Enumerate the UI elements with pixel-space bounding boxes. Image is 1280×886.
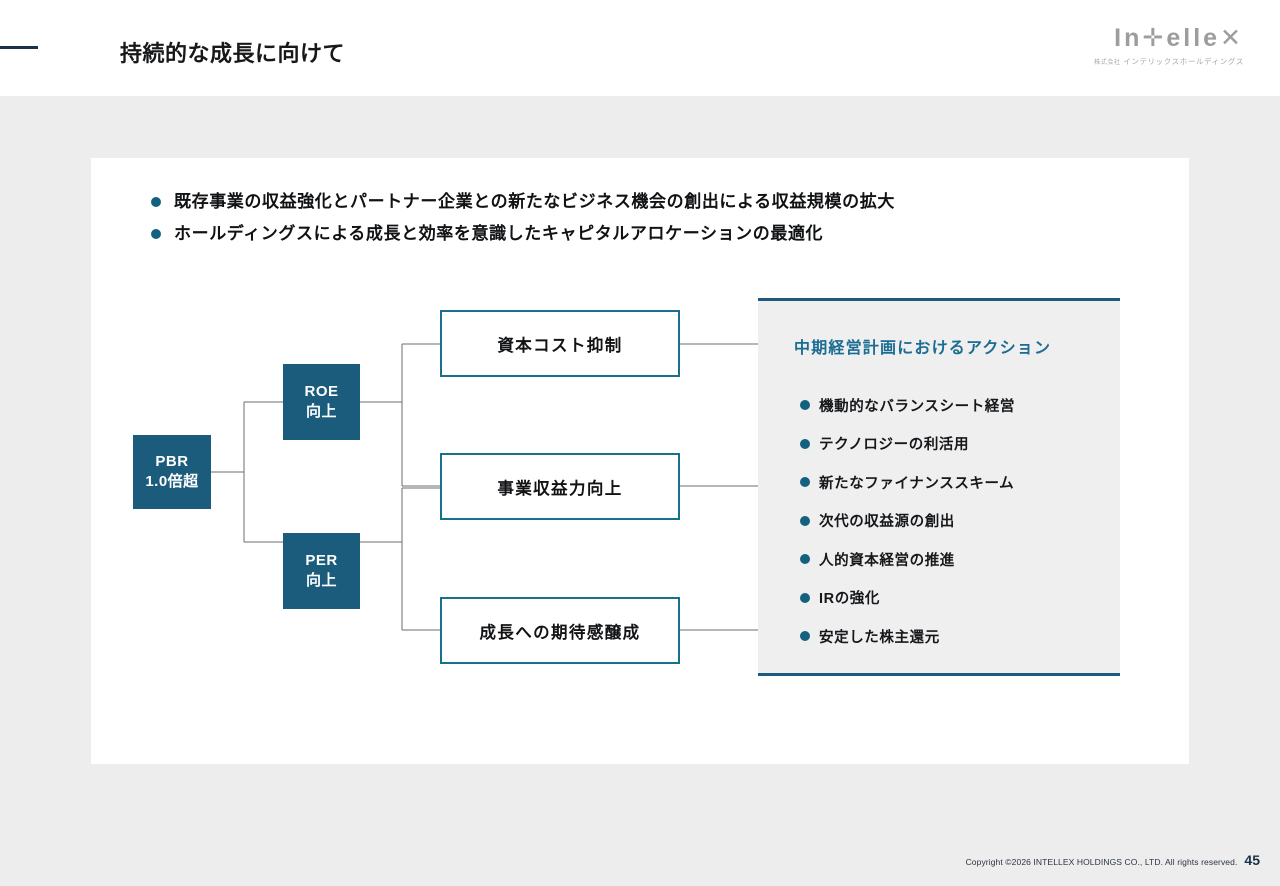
page-header: 持続的な成長に向けて In✛elle✕ 株式会社 インテリックスホールディングス	[0, 0, 1280, 97]
bullet-dot-icon	[800, 477, 810, 488]
node-per-line1: PER	[305, 551, 338, 569]
list-item: テクノロジーの利活用	[800, 425, 1108, 464]
bullet-dot-icon	[800, 400, 810, 411]
action-item-label: IRの強化	[819, 591, 880, 608]
node-growth-expectation: 成長への期待感醸成	[440, 597, 680, 664]
bullet-dot-icon	[800, 631, 810, 642]
logo-text-part2: elle	[1166, 24, 1221, 52]
node-capital-cost: 資本コスト抑制	[440, 310, 680, 377]
action-item-label: 新たなファイナンススキーム	[819, 475, 1015, 492]
list-item: IRの強化	[800, 579, 1108, 618]
page-footer: Copyright ©2026 INTELLEX HOLDINGS CO., L…	[966, 852, 1260, 868]
diagram-connectors	[211, 343, 758, 631]
bullet-dot-icon	[800, 438, 810, 449]
lead-bullet-text: 既存事業の収益強化とパートナー企業との新たなビジネス機会の創出による収益規模の拡…	[174, 192, 895, 211]
list-item: ホールディングスによる成長と効率を意識したキャピタルアロケーションの最適化	[151, 221, 1131, 247]
node-pbr: PBR 1.0倍超	[133, 435, 211, 509]
node-roe-line1: ROE	[304, 382, 339, 400]
action-item-label: テクノロジーの利活用	[819, 437, 970, 454]
node-roe-line2: 向上	[305, 403, 337, 420]
action-item-label: 機動的なバランスシート経営	[819, 398, 1016, 415]
node-per: PER 向上	[283, 533, 360, 609]
value-tree-diagram: PBR 1.0倍超 ROE 向上 PER 向上 資本コスト抑制 事業収益力向上 …	[91, 158, 1189, 764]
list-item: 安定した株主還元	[800, 617, 1108, 656]
action-panel-title: 中期経営計画におけるアクション	[794, 340, 1052, 357]
action-item-list: 機動的なバランスシート経営 テクノロジーの利活用 新たなファイナンススキーム 次…	[800, 386, 1108, 656]
company-logo: In✛elle✕ 株式会社 インテリックスホールディングス	[1094, 26, 1244, 67]
action-panel: 中期経営計画におけるアクション 機動的なバランスシート経営 テクノロジーの利活用…	[758, 298, 1120, 676]
list-item: 人的資本経営の推進	[800, 540, 1108, 579]
bullet-dot-icon	[800, 554, 810, 565]
bullet-dot-icon	[800, 515, 810, 526]
page-title: 持続的な成長に向けて	[120, 41, 346, 66]
node-business-profitability: 事業収益力向上	[440, 453, 680, 520]
node-pbr-line1: PBR	[155, 452, 189, 470]
logo-wordmark: In✛elle✕	[1094, 26, 1244, 51]
bullet-dot-icon	[151, 197, 161, 207]
bullet-dot-icon	[800, 592, 810, 603]
content-card: 既存事業の収益強化とパートナー企業との新たなビジネス機会の創出による収益規模の拡…	[91, 158, 1189, 764]
page-number: 45	[1244, 852, 1260, 868]
action-item-label: 人的資本経営の推進	[819, 552, 955, 569]
copyright-text: Copyright ©2026 INTELLEX HOLDINGS CO., L…	[965, 857, 1238, 867]
logo-corp-name: インテリックスホールディングス	[1123, 57, 1244, 66]
logo-x-icon: ✕	[1220, 24, 1244, 52]
list-item: 新たなファイナンススキーム	[800, 463, 1108, 502]
action-item-label: 次代の収益源の創出	[819, 514, 955, 531]
node-pbr-line2: 1.0倍超	[145, 473, 199, 490]
action-item-label: 安定した株主還元	[819, 629, 940, 646]
bullet-dot-icon	[151, 229, 161, 240]
node-roe: ROE 向上	[283, 364, 360, 440]
list-item: 機動的なバランスシート経営	[800, 386, 1108, 425]
header-accent-line	[0, 46, 38, 49]
lead-bullet-list: 既存事業の収益強化とパートナー企業との新たなビジネス機会の創出による収益規模の拡…	[151, 189, 1131, 254]
logo-plus-icon: ✛	[1142, 24, 1167, 52]
node-per-line2: 向上	[305, 572, 337, 589]
lead-bullet-text: ホールディングスによる成長と効率を意識したキャピタルアロケーションの最適化	[174, 224, 824, 244]
logo-corp-prefix: 株式会社	[1094, 60, 1121, 66]
list-item: 既存事業の収益強化とパートナー企業との新たなビジネス機会の創出による収益規模の拡…	[151, 189, 1131, 215]
list-item: 次代の収益源の創出	[800, 502, 1108, 541]
logo-text-part1: In	[1114, 24, 1143, 52]
logo-subtitle: 株式会社 インテリックスホールディングス	[1094, 56, 1244, 67]
